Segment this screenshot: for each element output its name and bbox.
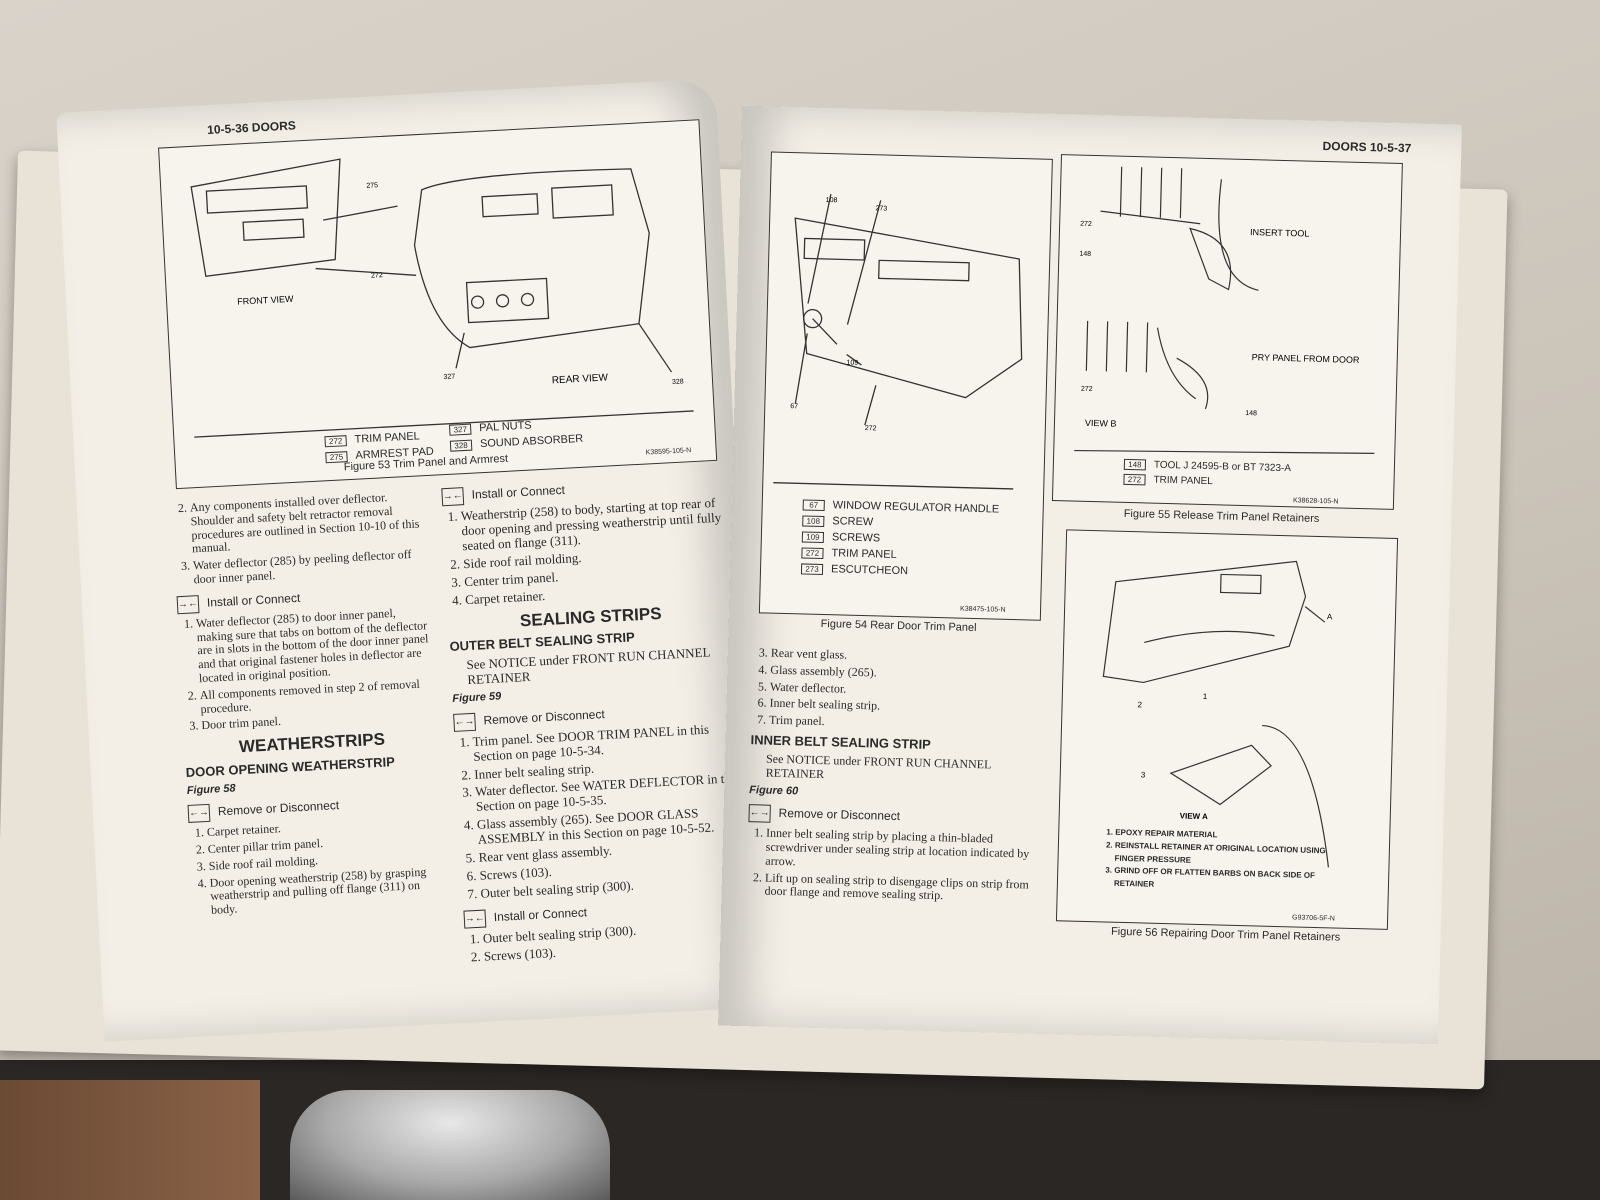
legend-num: 273: [800, 562, 824, 575]
figure-54-code: K38475-105-N: [959, 605, 1006, 614]
metal-object: [290, 1090, 610, 1200]
pry-panel-label: PRY PANEL FROM DOOR: [1252, 352, 1360, 365]
legend-num: 272: [801, 546, 824, 559]
legend-num: 272: [324, 434, 347, 447]
callout-272: 272: [1080, 221, 1092, 228]
figure-55-legend: 148 TOOL J 24595-B or BT 7323-A 272 TRIM P…: [1123, 458, 1292, 493]
view-a-label: VIEW A: [1180, 811, 1209, 821]
legend-row: 109 SCREWS: [801, 530, 999, 547]
callout-108: 108: [826, 197, 838, 204]
legend-text: TRIM PANEL: [354, 430, 421, 446]
view-b-label: VIEW B: [1085, 418, 1117, 429]
list-item: Door opening weatherstrip (258) by grasp…: [209, 864, 448, 918]
repair-retainers-drawing: A 1 2 3 VIEW A: [1102, 560, 1333, 868]
front-view-label: FRONT VIEW: [237, 294, 294, 307]
install-label: Install or Connect: [206, 590, 301, 610]
legend-text: PAL NUTS: [478, 419, 533, 435]
legend-row: 108 SCREW: [802, 514, 999, 531]
callout-275: 275: [366, 182, 378, 190]
callout-109: 109: [846, 360, 858, 367]
remove-list: Inner belt sealing strip by placing a th…: [746, 826, 1048, 906]
right-page-header: DOORS 10-5-37: [1322, 138, 1412, 156]
list-item: Any components installed over deflector.…: [190, 489, 430, 557]
remove-arrows-icon: ←→: [453, 712, 477, 732]
figure-55: 272 148 272 148 INSERT TOOL PRY PANEL FR…: [1051, 154, 1403, 510]
install-label: Install or Connect: [471, 482, 566, 502]
callout-272: 272: [865, 425, 877, 432]
figure-56-code: G93706-5F-N: [1292, 914, 1335, 923]
figure-54-caption: Figure 54 Rear Door Trim Panel: [820, 617, 977, 635]
list-item: Inner belt sealing strip by placing a th…: [765, 826, 1048, 876]
list-item: Water deflector (285) to door inner pane…: [196, 605, 436, 686]
install-arrows-icon: →←: [176, 594, 200, 615]
legend-text: ESCUTCHEON: [830, 563, 909, 578]
legend-num: 328: [449, 439, 473, 452]
legend-text: TOOL J 24595-B or BT 7323-A: [1153, 459, 1292, 475]
remove-label: Remove or Disconnect: [217, 798, 340, 819]
remove-list: Carpet retainer. Center pillar trim pane…: [189, 814, 448, 919]
remove-list: Trim panel. See DOOR TRIM PANEL in this …: [454, 721, 747, 903]
figure-53: FRONT VIEW REAR VIEW 275 272 327 328 272…: [158, 119, 718, 490]
callout-273: 273: [875, 205, 887, 212]
legend-num: 109: [801, 530, 825, 543]
trim-panel-drawing: FRONT VIEW REAR VIEW 275 272 327 328: [190, 158, 694, 438]
callout-327: 327: [443, 373, 455, 381]
legend-num: 148: [1123, 458, 1147, 471]
remove-arrows-icon: ←→: [748, 804, 771, 823]
list-item: Lift up on sealing strip to disengage cl…: [764, 870, 1047, 906]
figure-55-code: K38628-105-N: [1292, 497, 1339, 506]
legend-text: SOUND ABSORBER: [479, 432, 584, 451]
callout-272: 272: [371, 272, 383, 280]
figure-56: A 1 2 3 VIEW A EPOXY REPAIR MATERIAL REI…: [1055, 529, 1399, 930]
figure-60-ref: Figure 60: [749, 783, 799, 797]
remove-list-continued: Rear vent glass. Glass assembly (265). W…: [751, 646, 1053, 735]
callout-328: 328: [672, 378, 684, 386]
legend-row: 272 TRIM PANEL: [1123, 473, 1290, 489]
legend-text: SCREWS: [831, 531, 881, 545]
legend-row: 328 SOUND ABSORBER: [449, 432, 584, 452]
install-arrows-icon: →←: [441, 487, 465, 507]
wooden-chair: [0, 1080, 260, 1200]
a-label: A: [1327, 612, 1333, 621]
callout-148: 148: [1079, 251, 1091, 258]
legend-num: 67: [802, 498, 825, 511]
legend-text: TRIM PANEL: [831, 547, 897, 561]
legend-num: 108: [802, 514, 825, 527]
removal-list: Any components installed over deflector.…: [172, 489, 431, 588]
left-page: 10-5-36 DOORS FRONT VIEW REAR VIEW 275 2…: [56, 78, 764, 1042]
marker-3: 3: [1141, 770, 1146, 779]
figure-55-caption: Figure 55 Release Trim Panel Retainers: [1123, 507, 1320, 525]
legend-text: SCREW: [832, 515, 874, 529]
legend-num: 327: [448, 423, 472, 436]
left-column-1: Any components installed over deflector.…: [172, 489, 449, 922]
callout-67: 67: [790, 403, 798, 410]
notice-text: See NOTICE under FRONT RUN CHANNEL RETAI…: [765, 751, 992, 781]
install-label: Install or Connect: [493, 905, 588, 925]
figure-56-notes: EPOXY REPAIR MATERIAL REINSTALL RETAINER…: [1098, 826, 1330, 896]
release-retainers-drawing: 272 148 272 148 INSERT TOOL PRY PANEL FR…: [1074, 166, 1375, 454]
install-arrows-icon: →←: [463, 909, 487, 929]
rear-door-trim-drawing: 108 273 109 67 272: [773, 193, 1023, 490]
right-text-column: Rear vent glass. Glass assembly (265). W…: [746, 646, 1053, 909]
marker-2: 2: [1138, 700, 1143, 709]
remove-arrows-icon: ←→: [187, 804, 211, 824]
left-column-2: →← Install or Connect Weatherstrip (258) …: [441, 473, 751, 968]
remove-label: Remove or Disconnect: [778, 806, 901, 824]
rear-view-label: REAR VIEW: [552, 372, 609, 386]
left-page-header: 10-5-36 DOORS: [206, 118, 297, 138]
marker-1: 1: [1203, 692, 1208, 701]
legend-text: TRIM PANEL: [1153, 474, 1213, 488]
remove-label: Remove or Disconnect: [483, 706, 606, 728]
legend-row: 272 TRIM PANEL: [801, 546, 998, 563]
legend-row: 273 ESCUTCHEON: [800, 562, 998, 579]
legend-num: 272: [1123, 473, 1146, 486]
callout-148: 148: [1245, 410, 1257, 417]
install-list: Weatherstrip (258) to body, starting at …: [442, 495, 732, 608]
install-list: Water deflector (285) to door inner pane…: [178, 605, 439, 735]
insert-tool-label: INSERT TOOL: [1250, 227, 1310, 239]
callout-272: 272: [1081, 386, 1093, 393]
